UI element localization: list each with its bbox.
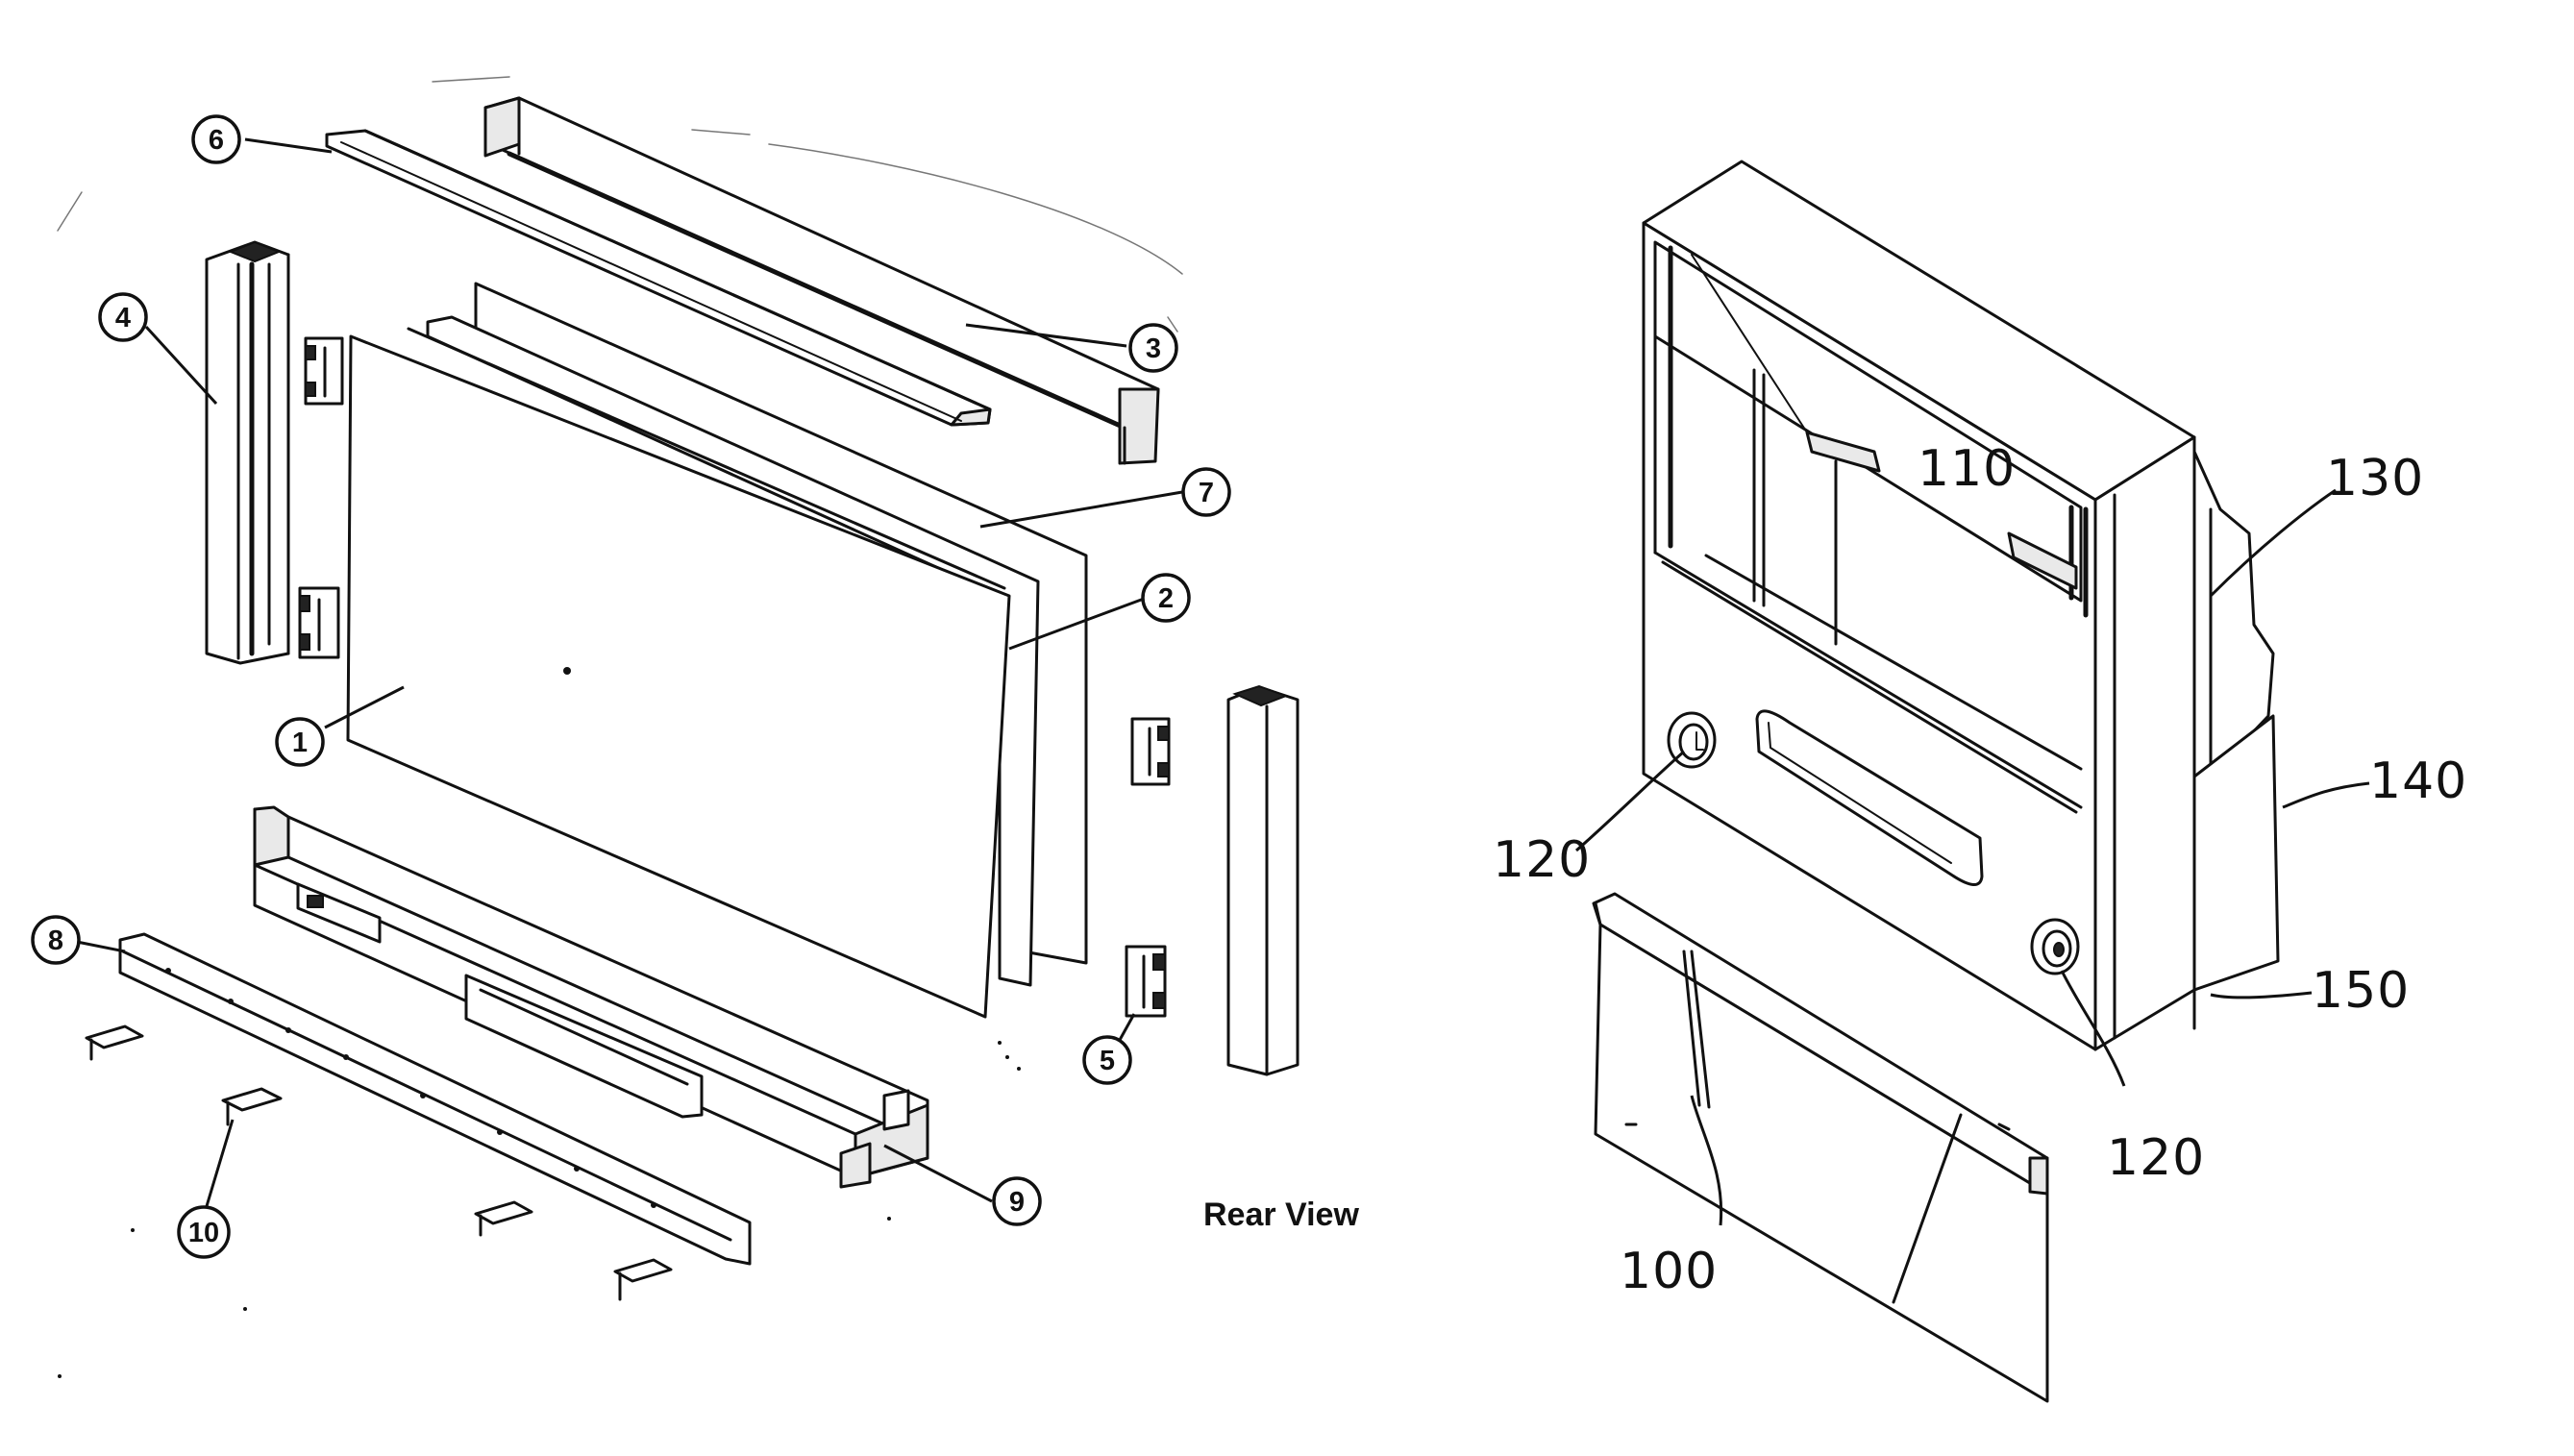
callout-9-label: 9	[1009, 1187, 1025, 1218]
bracket-d	[613, 1258, 673, 1301]
specks	[58, 1041, 1021, 1378]
label-120-upper: 120	[1493, 831, 1591, 889]
callout-1-label: 1	[292, 728, 308, 758]
part-4-left-post	[205, 240, 290, 665]
callout-7: 7	[1181, 467, 1231, 517]
part-2-middle-panel	[407, 315, 1040, 987]
callout-8-label: 8	[48, 925, 63, 956]
label-130: 130	[2326, 450, 2424, 507]
bracket-c	[474, 1200, 533, 1237]
callout-6-label: 6	[209, 125, 224, 156]
right-clips	[1125, 717, 1171, 1018]
left-clips	[298, 336, 344, 659]
callout-5: 5	[1082, 1035, 1132, 1085]
label-100: 100	[1620, 1243, 1718, 1300]
cabinet-window-110	[1653, 240, 2089, 814]
part-5-right-post	[1226, 684, 1299, 1076]
callout-7-label: 7	[1199, 478, 1214, 508]
right-cabinet-figure: 110 130 140 150 120 120 100	[1493, 160, 2467, 1403]
part-1-front-panel	[346, 334, 1011, 1019]
part-3-top-rail	[483, 96, 1160, 465]
callout-4: 4	[98, 292, 148, 342]
knob-lower-120	[2030, 918, 2080, 975]
callout-3-label: 3	[1146, 333, 1161, 364]
part-9-bottom-rail	[253, 805, 929, 1189]
callout-9: 9	[992, 1176, 1042, 1226]
part-10-brackets	[85, 1024, 673, 1301]
label-120-lower: 120	[2107, 1129, 2205, 1187]
label-110: 110	[1918, 440, 2016, 498]
bracket-a	[85, 1024, 144, 1061]
clip-lower-left	[298, 586, 340, 659]
cabinet-slot	[1755, 709, 1984, 886]
left-exploded-assembly: 6 4 3 7 2 1 8 5	[31, 76, 1359, 1378]
clip-upper-right	[1130, 717, 1171, 786]
callout-2-label: 2	[1158, 583, 1174, 614]
bracket-b	[221, 1087, 283, 1126]
label-140: 140	[2369, 753, 2467, 810]
callout-4-label: 4	[115, 303, 131, 333]
part-6-upper-strip	[325, 129, 992, 427]
callout-3: 3	[1128, 323, 1178, 373]
callout-5-label: 5	[1100, 1046, 1115, 1076]
leader-lines	[76, 137, 1183, 1207]
callout-8: 8	[31, 915, 81, 965]
scan-marks	[57, 76, 1183, 333]
callout-10: 10	[177, 1205, 231, 1259]
right-leader-lines	[1575, 488, 2370, 1226]
clip-upper-left	[304, 336, 344, 406]
callout-2: 2	[1141, 573, 1191, 623]
clip-lower-right	[1125, 945, 1167, 1018]
cabinet-front-face	[1642, 221, 2097, 1051]
front-panel-100	[1592, 892, 2049, 1403]
label-150: 150	[2312, 962, 2410, 1020]
cabinet-side-face	[2093, 435, 2196, 1051]
callout-6: 6	[191, 114, 241, 164]
callout-1: 1	[275, 717, 325, 767]
rear-view-caption: Rear View	[1203, 1197, 1359, 1233]
part-8-lower-strip	[118, 932, 752, 1266]
callout-10-label: 10	[188, 1218, 219, 1248]
